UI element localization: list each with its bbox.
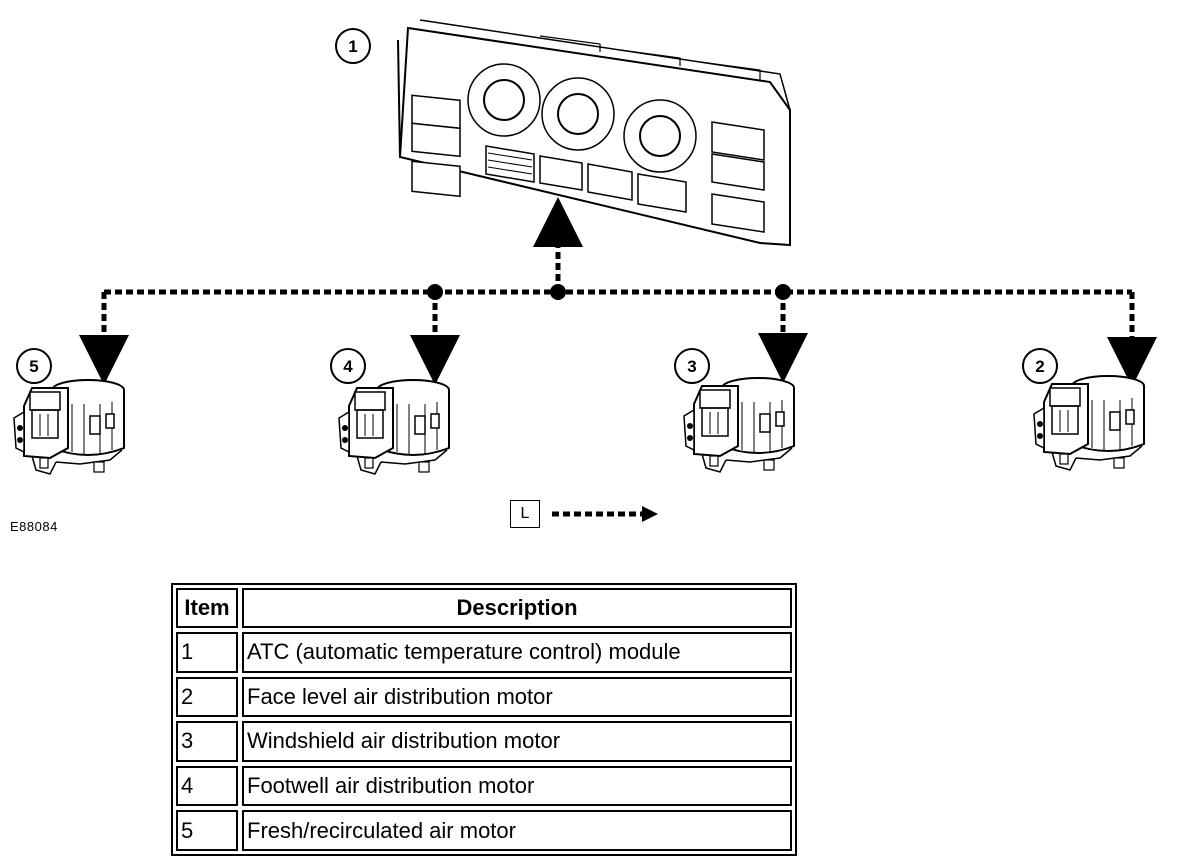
motor-item-3 xyxy=(683,377,795,473)
cell-item: 4 xyxy=(176,765,238,807)
table-row: 4 Footwell air distribution motor xyxy=(176,765,792,807)
svg-text:1: 1 xyxy=(348,37,357,56)
table-row: 2 Face level air distribution motor xyxy=(176,676,792,718)
cell-item: 2 xyxy=(176,676,238,718)
legend-letter: L xyxy=(520,505,530,522)
legend-table: Item Description 1 ATC (automatic temper… xyxy=(171,583,797,856)
cell-description: ATC (automatic temperature control) modu… xyxy=(242,632,792,673)
table-header-row: Item Description xyxy=(176,588,792,628)
item-table: Item Description 1 ATC (automatic temper… xyxy=(172,584,796,855)
callout-1: 1 xyxy=(335,28,371,64)
svg-text:2: 2 xyxy=(1035,357,1044,376)
junction-dots xyxy=(427,284,791,300)
callout-2: 2 xyxy=(1022,348,1058,384)
cell-description: Fresh/recirculated air motor xyxy=(242,810,792,851)
callout-3: 3 xyxy=(674,348,710,384)
cell-description: Windshield air distribution motor xyxy=(242,721,792,762)
figure-id: E88084 xyxy=(10,519,58,534)
atc-module-drawing xyxy=(397,19,791,247)
cell-item: 1 xyxy=(176,632,238,673)
network-lines xyxy=(79,197,1157,387)
svg-text:3: 3 xyxy=(687,357,696,376)
legend-dashed-arrow xyxy=(552,506,658,522)
header-item: Item xyxy=(176,588,238,628)
table-row: 1 ATC (automatic temperature control) mo… xyxy=(176,632,792,673)
svg-text:5: 5 xyxy=(29,357,38,376)
table-row: 3 Windshield air distribution motor xyxy=(176,721,792,762)
header-description: Description xyxy=(242,588,792,628)
motor-item-5 xyxy=(13,379,125,475)
cell-description: Footwell air distribution motor xyxy=(242,765,792,807)
cell-description: Face level air distribution motor xyxy=(242,676,792,718)
callout-5: 5 xyxy=(16,348,52,384)
legend-lin-bus-box: L xyxy=(510,500,540,528)
motor-item-2 xyxy=(1033,375,1145,471)
cell-item: 5 xyxy=(176,810,238,851)
cell-item: 3 xyxy=(176,721,238,762)
motor-item-4 xyxy=(338,379,450,475)
table-row: 5 Fresh/recirculated air motor xyxy=(176,810,792,851)
system-diagram: 1 2 3 4 5 xyxy=(13,19,1157,475)
svg-text:4: 4 xyxy=(343,357,353,376)
callout-4: 4 xyxy=(330,348,366,384)
